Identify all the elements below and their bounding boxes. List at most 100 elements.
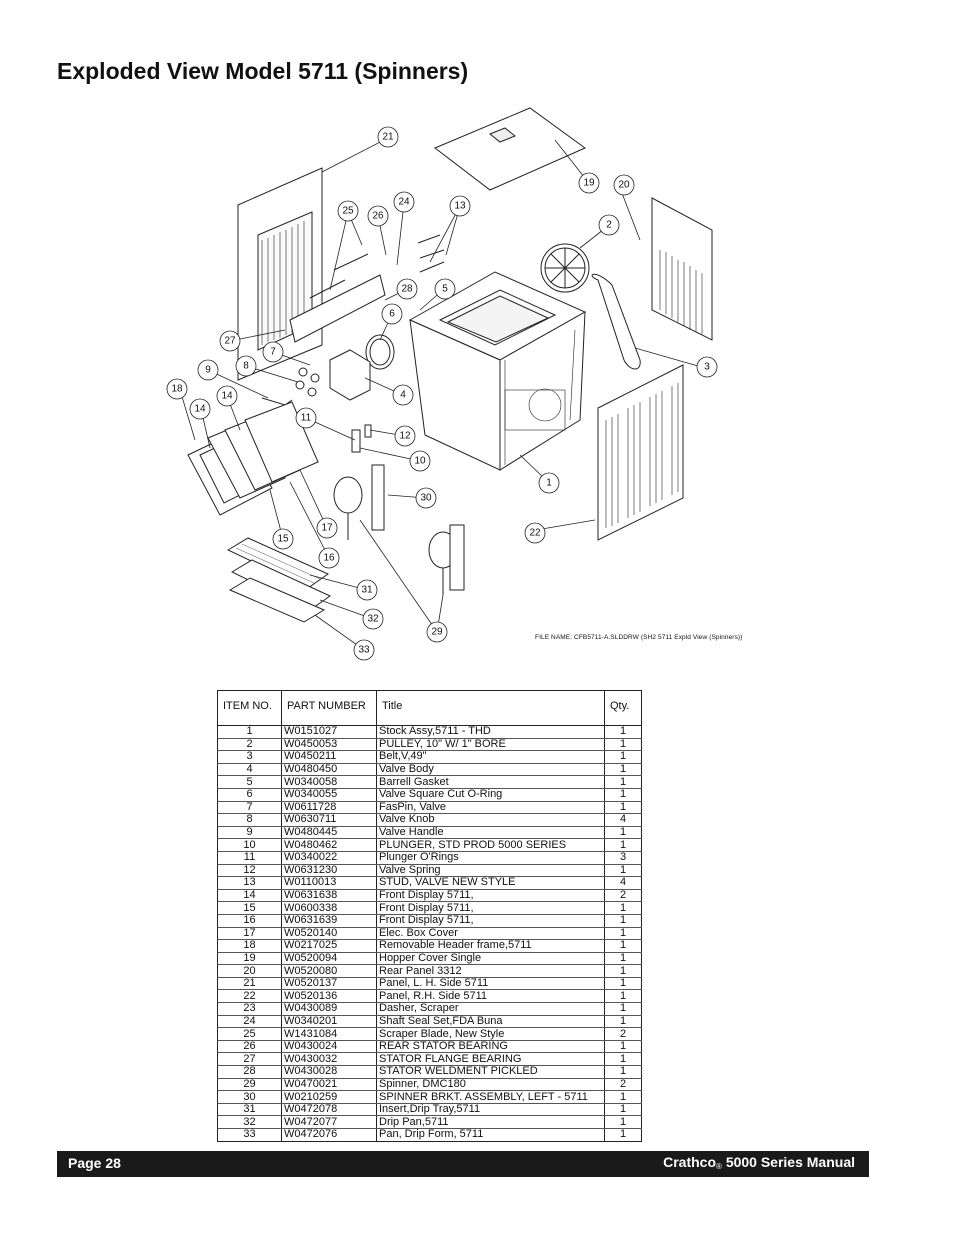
qty-cell: 1 xyxy=(604,1103,642,1117)
col-qty: Qty. xyxy=(604,690,642,726)
part-number-cell: W0472076 xyxy=(281,1128,377,1142)
item-no-cell: 1 xyxy=(217,725,282,739)
qty-cell: 1 xyxy=(604,1052,642,1067)
callout-24: 24 xyxy=(393,191,415,213)
item-no-cell: 25 xyxy=(217,1027,282,1041)
part-number-cell: W0340201 xyxy=(281,1015,377,1029)
svg-text:6: 6 xyxy=(389,309,395,320)
svg-text:20: 20 xyxy=(618,180,630,191)
svg-text:16: 16 xyxy=(323,553,335,564)
part-number-cell: W0430028 xyxy=(281,1065,377,1079)
callout-33: 33 xyxy=(353,639,375,661)
title-cell: Valve Body xyxy=(376,763,605,777)
qty-cell: 1 xyxy=(604,1065,642,1079)
svg-text:13: 13 xyxy=(454,201,466,212)
part-number-cell: W0340022 xyxy=(281,851,377,865)
qty-cell: 2 xyxy=(604,889,642,903)
part-number-cell: W0520094 xyxy=(281,952,377,966)
qty-cell: 2 xyxy=(604,1027,642,1041)
svg-text:15: 15 xyxy=(277,534,289,545)
qty-cell: 1 xyxy=(604,914,642,928)
item-no-cell: 31 xyxy=(217,1103,282,1117)
part-number-cell: W0210259 xyxy=(281,1090,377,1104)
part-number-cell: W0217025 xyxy=(281,939,377,953)
title-cell: Rear Panel 3312 xyxy=(376,964,605,978)
right-side-panel-drawing xyxy=(597,364,684,541)
page-footer: Page 28 Crathco® 5000 Series Manual xyxy=(57,1151,869,1177)
svg-text:29: 29 xyxy=(431,627,443,638)
qty-cell: 4 xyxy=(604,813,642,827)
title-cell: Front Display 5711, xyxy=(376,889,605,903)
page-title: Exploded View Model 5711 (Spinners) xyxy=(57,58,469,84)
part-number-cell: W0480462 xyxy=(281,838,377,852)
title-cell: Valve Handle xyxy=(376,826,605,840)
title-cell: Spinner, DMC180 xyxy=(376,1078,605,1092)
item-no-cell: 20 xyxy=(217,964,282,978)
qty-cell: 1 xyxy=(604,826,642,840)
item-no-cell: 28 xyxy=(217,1065,282,1079)
manual-title: Crathco® 5000 Series Manual xyxy=(663,1154,855,1171)
title-cell: PLUNGER, STD PROD 5000 SERIES xyxy=(376,838,605,852)
callout-4: 4 xyxy=(392,384,414,406)
pulley-drawing xyxy=(540,243,590,293)
item-no-cell: 15 xyxy=(217,901,282,915)
part-number-cell: W0520136 xyxy=(281,989,377,1004)
title-cell: Dasher, Scraper xyxy=(376,1002,605,1016)
svg-text:8: 8 xyxy=(243,361,249,372)
svg-text:26: 26 xyxy=(372,211,384,222)
page-number: Page 28 xyxy=(68,1155,121,1171)
qty-cell: 1 xyxy=(604,939,642,953)
qty-cell: 1 xyxy=(604,738,642,752)
svg-text:21: 21 xyxy=(382,132,394,143)
qty-cell: 1 xyxy=(604,801,642,815)
qty-cell: 1 xyxy=(604,1040,642,1054)
part-number-cell: W0340058 xyxy=(281,775,377,789)
item-no-cell: 23 xyxy=(217,1002,282,1016)
qty-cell: 1 xyxy=(604,989,642,1004)
qty-cell: 1 xyxy=(604,838,642,852)
part-number-cell: W0470021 xyxy=(281,1078,377,1092)
item-no-cell: 33 xyxy=(217,1128,282,1142)
item-no-cell: 7 xyxy=(217,801,282,815)
qty-cell: 1 xyxy=(604,964,642,978)
svg-text:30: 30 xyxy=(420,493,432,504)
item-no-cell: 6 xyxy=(217,788,282,802)
title-cell: Hopper Cover Single xyxy=(376,952,605,966)
part-number-cell: W0520137 xyxy=(281,977,377,991)
svg-text:5: 5 xyxy=(442,284,448,295)
title-cell: Valve Knob xyxy=(376,813,605,827)
callout-13: 13 xyxy=(449,195,471,217)
callout-20: 20 xyxy=(613,174,635,196)
item-no-cell: 29 xyxy=(217,1078,282,1092)
qty-cell: 1 xyxy=(604,763,642,777)
callout-17: 17 xyxy=(316,517,338,539)
callout-5: 5 xyxy=(434,278,456,300)
manual-series: 5000 Series Manual xyxy=(725,1154,855,1170)
callout-28: 28 xyxy=(396,278,418,300)
title-cell: Front Display 5711, xyxy=(376,914,605,928)
item-no-cell: 2 xyxy=(217,738,282,752)
part-number-cell: W0430024 xyxy=(281,1040,377,1054)
qty-cell: 1 xyxy=(604,1015,642,1029)
parts-table-header: ITEM NO. PART NUMBER Title Qty. xyxy=(217,690,642,726)
item-no-cell: 4 xyxy=(217,763,282,777)
col-title: Title xyxy=(376,690,605,726)
item-no-cell: 19 xyxy=(217,952,282,966)
file-name-note: FILE NAME: CFB5711-A.SLDDRW (SH2 5711 Ex… xyxy=(535,634,743,641)
title-cell: STATOR FLANGE BEARING xyxy=(376,1052,605,1067)
svg-text:12: 12 xyxy=(399,431,411,442)
svg-text:32: 32 xyxy=(367,614,379,625)
part-number-cell: W1431084 xyxy=(281,1027,377,1041)
hopper-cover-drawing xyxy=(434,107,586,191)
dasher-drawing xyxy=(289,274,386,343)
